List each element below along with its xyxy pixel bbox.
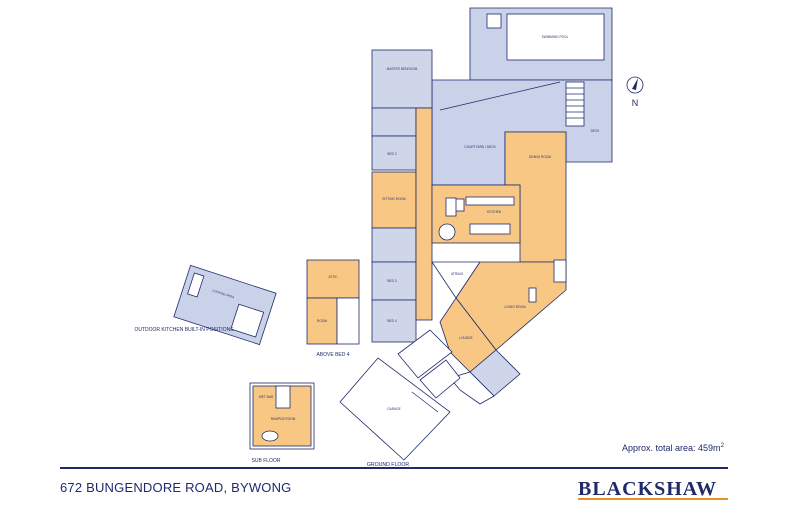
property-address: 672 BUNGENDORE ROAD, BYWONG	[60, 480, 292, 495]
kitchen-benches	[453, 196, 515, 235]
north-label: N	[632, 98, 639, 108]
bed-4	[371, 299, 417, 343]
label-atrium: ATRIUM	[451, 272, 463, 276]
label-master-bedroom: MASTER BEDROOM	[387, 67, 418, 71]
north-arrow: N	[626, 76, 644, 108]
label-swimming-pool: SWIMMING POOL	[542, 35, 569, 39]
label-kitchen: KITCHEN	[487, 210, 502, 214]
label-sitting-room: SITTING ROOM	[382, 197, 406, 201]
label-living-room: LIVING ROOM	[504, 305, 526, 309]
label-outdoor-kitchen: OUTDOOR KITCHEN BUILT-IN POSITIONS	[134, 327, 234, 333]
label-rumpus: RUMPUS ROOM	[271, 417, 296, 421]
laundry	[419, 359, 461, 399]
garage	[339, 357, 451, 461]
entry-porch	[449, 371, 495, 405]
label-ground-floor: GROUND FLOOR	[367, 462, 410, 468]
ensuite	[371, 107, 417, 137]
label-attic: ATTIC	[329, 275, 339, 279]
label-courtyard: COURTYARD / DECK	[464, 145, 496, 149]
attic-storage	[336, 297, 360, 345]
swimming-pool	[506, 13, 605, 61]
label-room: ROOM	[317, 319, 327, 323]
pantry	[445, 197, 457, 217]
label-wet-bar: WET BAR	[259, 395, 274, 399]
pool-equipment	[486, 13, 502, 29]
deck-edge	[439, 81, 561, 111]
attic-room	[306, 259, 360, 299]
bathroom	[371, 227, 417, 263]
master-bedroom	[371, 49, 433, 109]
deck-stairs	[565, 81, 585, 127]
label-bed-3: BED 3	[387, 279, 396, 283]
brand-logo: BLACKSHAW	[578, 478, 718, 500]
spiral-stair	[438, 223, 456, 241]
label-deck: DECK	[591, 129, 601, 133]
living-window-nook	[553, 259, 567, 283]
garage-inner-wall	[411, 391, 439, 413]
label-dining-room: DINING ROOM	[529, 155, 551, 159]
breezeway	[397, 329, 453, 379]
svg-text:LOUNGE AREA: LOUNGE AREA	[212, 289, 236, 300]
label-bed-2: BED 2	[387, 152, 396, 156]
label-above-bed: ABOVE BED 4	[316, 352, 349, 358]
brand-underline	[578, 498, 728, 500]
living-room	[455, 261, 567, 351]
label-garage: GARAGE	[387, 407, 401, 411]
wet-bar	[275, 385, 291, 409]
total-area: Approx. total area: 459m2	[622, 443, 724, 453]
rumpus-rug	[261, 430, 279, 442]
label-bed-4: BED 4	[387, 319, 396, 323]
outdoor-pavilion: LOUNGE AREA	[173, 264, 277, 346]
label-sub-floor: SUB FLOOR	[252, 458, 281, 464]
sitting-room	[371, 171, 417, 229]
hallway	[415, 107, 433, 321]
label-lounge: LOUNGE	[459, 336, 472, 340]
attic-lower	[306, 297, 338, 345]
bed-2	[371, 135, 417, 171]
footer-divider	[60, 467, 728, 469]
fireplace	[528, 287, 537, 303]
